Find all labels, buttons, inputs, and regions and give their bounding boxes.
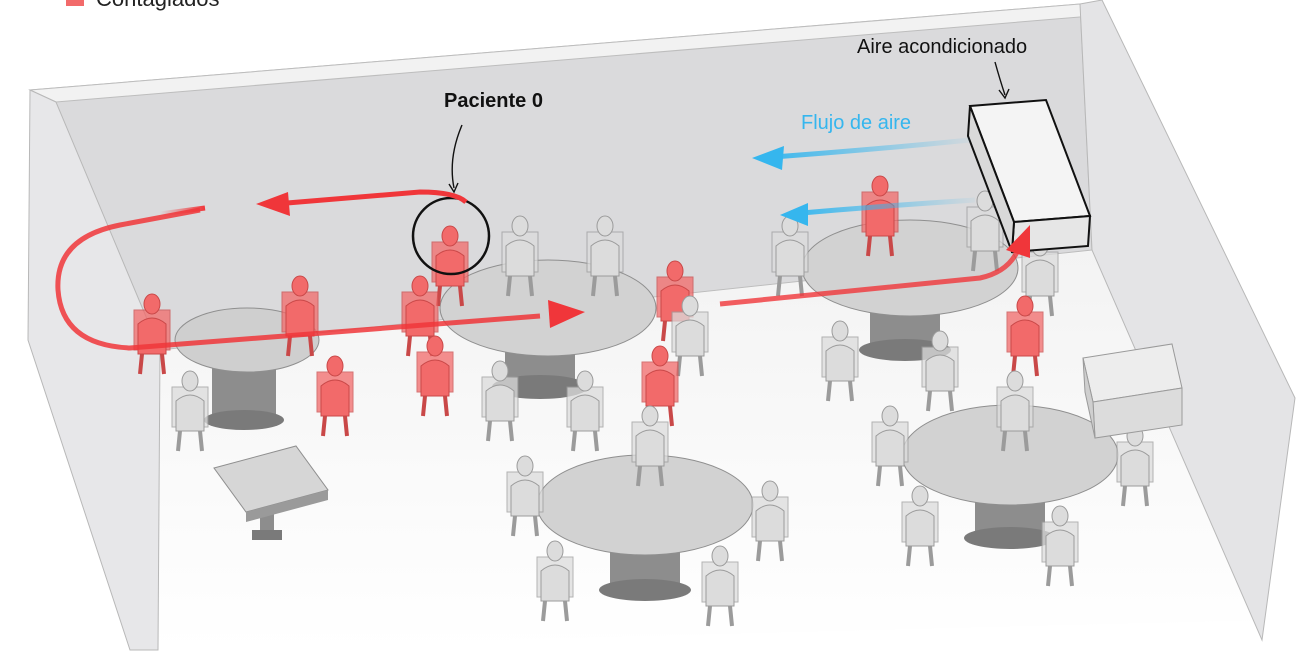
legend-swatch	[66, 0, 84, 6]
contagion-arrow-icon	[274, 189, 468, 207]
person-icon	[1041, 505, 1079, 587]
room	[27, 0, 1296, 651]
person-icon	[871, 405, 909, 487]
contagion-arrow-fade	[159, 205, 206, 217]
person-icon	[771, 215, 809, 297]
airflow-arrow-icon	[759, 137, 971, 161]
ac-pointer	[994, 61, 1006, 96]
table	[536, 454, 754, 601]
legend-label: Contagiados	[96, 0, 220, 12]
airflow-arrow-head	[752, 146, 784, 170]
patient-zero-pointer-head	[448, 182, 459, 194]
contagion-arrow-head	[256, 192, 290, 216]
air-conditioner-icon	[1082, 343, 1183, 439]
person-icon	[996, 370, 1034, 452]
person-icon	[901, 485, 939, 567]
square-table	[213, 445, 329, 540]
person-icon	[631, 405, 669, 487]
person-icon	[921, 330, 959, 412]
person-icon	[506, 455, 544, 537]
air-conditioner-label: Aire acondicionado	[857, 36, 1028, 58]
diners	[133, 175, 1154, 627]
patient-zero-pointer	[451, 124, 463, 189]
contagion-arrow-icon	[55, 207, 541, 351]
ac-pointer-head	[998, 88, 1010, 100]
airflow-arrow-icon	[789, 197, 976, 217]
person-icon	[966, 190, 1004, 272]
airflow-label: Flujo de aire	[801, 112, 912, 134]
person-icon	[671, 295, 709, 377]
patient-zero-circle	[411, 196, 491, 276]
person-icon	[481, 360, 519, 442]
floor	[130, 250, 1270, 650]
person-icon	[566, 370, 604, 452]
infected-person-icon	[416, 335, 454, 417]
person-icon	[751, 480, 789, 562]
infected-person-icon	[281, 275, 319, 357]
person-icon	[171, 370, 209, 452]
contagion-arrow-head	[548, 300, 585, 328]
person-icon	[501, 215, 539, 297]
person-icon	[586, 215, 624, 297]
infected-person-icon	[316, 355, 354, 437]
person-icon	[701, 545, 739, 627]
patient-zero-label: Paciente 0	[444, 90, 543, 112]
infected-person-icon	[1006, 295, 1044, 377]
infected-person-icon	[431, 225, 469, 307]
left-wall	[27, 89, 161, 651]
contagion-arrow-icon	[719, 248, 1021, 307]
person-icon	[821, 320, 859, 402]
airflow-arrow-head	[780, 203, 808, 226]
contagion-arrow-head	[1006, 225, 1030, 258]
right-wall	[1079, 0, 1296, 642]
person-icon	[536, 540, 574, 622]
air-conditioner-icon	[966, 98, 1092, 254]
